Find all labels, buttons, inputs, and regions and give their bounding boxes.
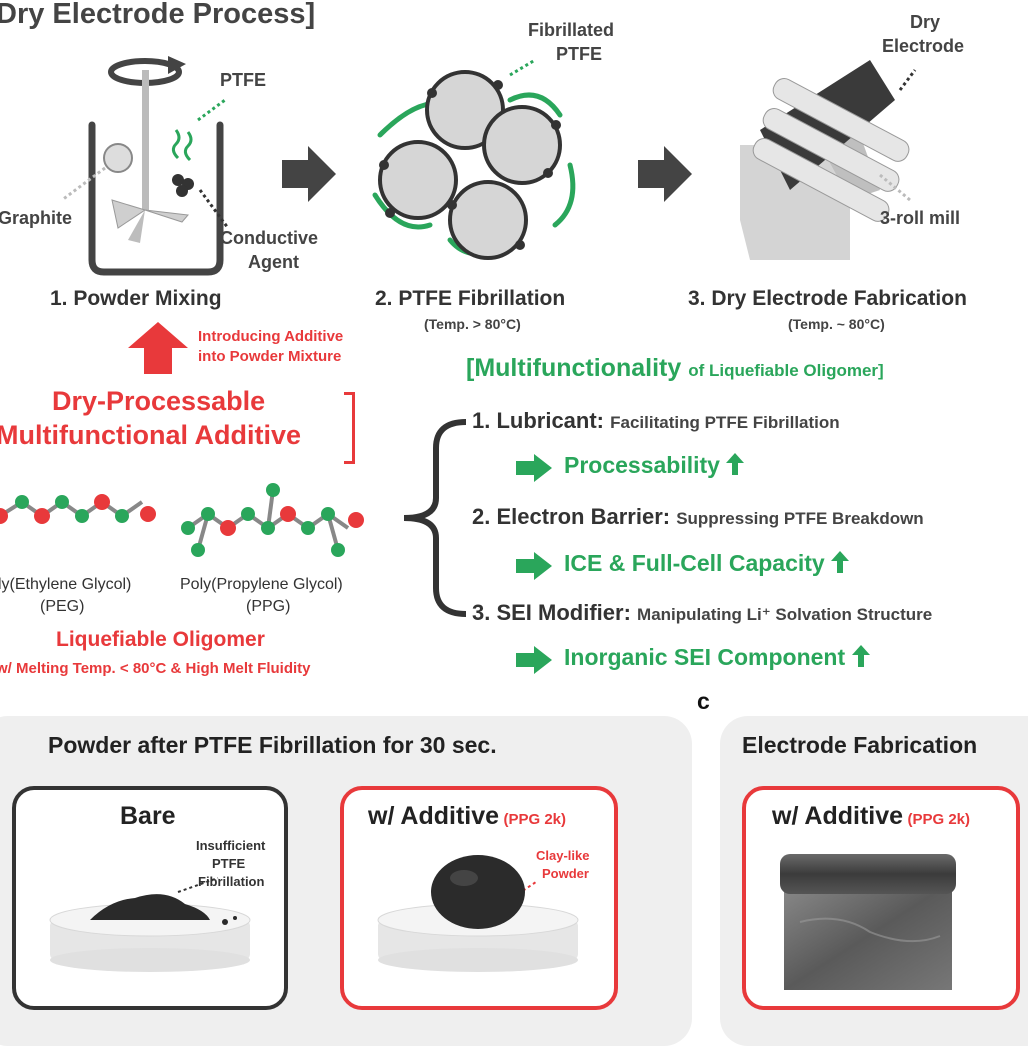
additive-powder-title-sub: (PPG 2k) [503,811,567,828]
liquefiable-oligomer: Liquefiable Oligomer [56,628,265,651]
ppg-molecule [181,483,364,557]
introducing-additive-2: into Powder Mixture [198,348,342,365]
arrow-right-icon [638,146,692,202]
fibrillated-ptfe-label-1: Fibrillated [528,20,615,40]
step-ptfe-fibrillation: 2. PTFE Fibrillation [375,287,566,310]
additive-powder-title: w/ Additive (PPG 2k) [368,802,566,831]
processability-label: Processability [564,452,720,478]
electrode-additive-title-main: w/ Additive [772,802,904,830]
additive-title-1: Dry-Processable [52,386,266,416]
additive-powder-dish [377,855,579,972]
electron-barrier-desc: Suppressing PTFE Breakdown [676,509,924,528]
process-title: Dry Electrode Process] [0,0,316,30]
introducing-additive-1: Introducing Additive [198,328,344,345]
multifunctionality-title: [Multifunctionality of Liquefiable Oligo… [466,354,884,383]
ppg-abbrev: (PPG) [246,598,291,615]
ppg-name: Poly(Propylene Glycol) [180,576,343,593]
arrow-up-icon [831,551,850,573]
arrow-up-icon [128,322,188,374]
ice-capacity-label: ICE & Full-Cell Capacity [564,550,825,576]
lubricant-name: 1. Lubricant: [472,408,605,433]
arrow-right-icon [516,646,552,674]
peg-name: ly(Ethylene Glycol) [0,576,132,593]
sei-modifier-item: 3. SEI Modifier: Manipulating Li⁺ Solvat… [472,600,932,626]
arrow-up-icon [851,645,870,667]
liquefiable-oligomer-desc: w/ Melting Temp. < 80°C & High Melt Flui… [0,660,311,677]
peg-abbrev: (PEG) [40,598,85,615]
bare-note-1: Insufficient [196,838,266,853]
powder-panel-title: Powder after PTFE Fibrillation for 30 se… [48,732,497,758]
additive-powder-title-main: w/ Additive [368,802,500,830]
electrode-panel-title: Electrode Fabrication [742,732,978,758]
arrow-up-icon [726,453,745,475]
bare-powder-dish [49,877,251,972]
processability-result: Processability [564,452,745,479]
step-dry-electrode-fabrication: 3. Dry Electrode Fabrication [688,287,967,310]
multifunctionality-title-sub: of Liquefiable Oligomer] [688,361,884,380]
three-roll-mill-illustration [740,60,917,260]
step-dry-electrode-fabrication-temp: (Temp. ~ 80°C) [788,316,885,332]
multifunctionality-title-main: [Multifunctionality [466,354,682,382]
panel-label-c: c [697,688,710,714]
conductive-agent-label-2: Agent [248,252,299,272]
peg-molecule [0,494,156,524]
ptfe-fibrillation-illustration [372,58,576,260]
electrode-sheet-roll [780,854,956,990]
electrode-additive-title-sub: (PPG 2k) [907,811,971,828]
sei-modifier-desc: Manipulating Li⁺ Solvation Structure [637,605,933,624]
inorganic-sei-label: Inorganic SEI Component [564,644,846,670]
lubricant-item: 1. Lubricant: Facilitating PTFE Fibrilla… [472,408,840,434]
dry-electrode-label-1: Dry [910,12,941,32]
electrode-additive-title: w/ Additive (PPG 2k) [772,802,970,831]
lubricant-desc: Facilitating PTFE Fibrillation [610,413,840,432]
clay-like-note-1: Clay-like [536,848,590,863]
inorganic-sei-result: Inorganic SEI Component [564,644,870,671]
step-powder-mixing: 1. Powder Mixing [50,287,222,310]
graphite-label: Graphite [0,208,73,228]
step-ptfe-fibrillation-temp: (Temp. > 80°C) [424,316,521,332]
conductive-agent-label-1: Conductive [220,228,319,248]
clay-like-note-2: Powder [542,866,589,881]
powder-mixing-illustration [61,56,230,276]
fibrillated-ptfe-label-2: PTFE [556,44,603,64]
additive-title-2: Multifunctional Additive [0,420,301,450]
bare-note-2: PTFE [212,856,246,871]
sei-modifier-name: 3. SEI Modifier: [472,600,631,625]
dry-electrode-label-2: Electrode [882,36,965,56]
roll-mill-label: 3-roll mill [880,208,961,228]
arrow-right-icon [516,552,552,580]
additive-bracket [344,392,355,464]
ptfe-label: PTFE [220,70,267,90]
bare-note-3: Fibrillation [198,874,265,889]
electron-barrier-item: 2. Electron Barrier: Suppressing PTFE Br… [472,504,924,530]
bare-title: Bare [120,802,176,830]
ice-capacity-result: ICE & Full-Cell Capacity [564,550,850,577]
curly-brace [403,419,467,617]
arrow-right-icon [282,146,336,202]
electron-barrier-name: 2. Electron Barrier: [472,504,671,529]
arrow-right-icon [516,454,552,482]
